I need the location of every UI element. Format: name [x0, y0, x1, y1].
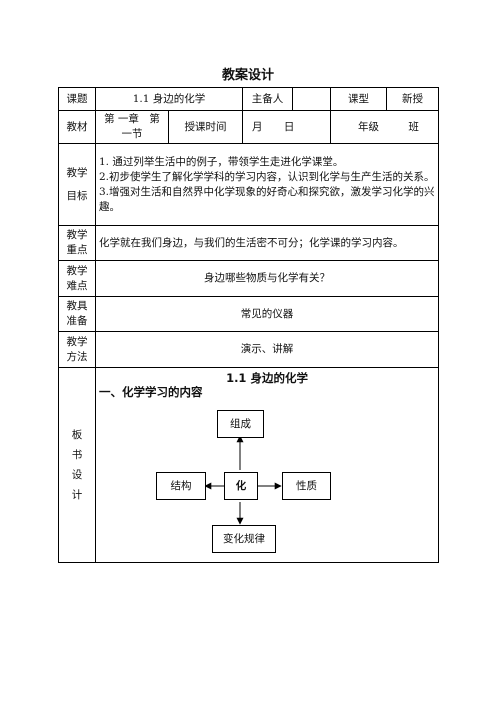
difficulties-text: 身边哪些物质与化学有关？ [94, 260, 440, 297]
tools-text: 常见的仪器 [94, 296, 440, 332]
objectives-label-top: 教学 [66, 166, 88, 179]
box-chemistry-center: 化 [224, 472, 258, 500]
methods-label: 教学 方法 [58, 331, 96, 368]
class-label: 班 [408, 120, 419, 133]
objective-item-3: 3.增强对生活和自然界中化学现象的好奇心和探究欲，激发学习化学的兴趣。 [99, 185, 435, 213]
row-methods: 教学 方法 演示、讲解 [58, 331, 440, 368]
board-label-char-3: 设 [71, 469, 83, 481]
row-tools: 教具 准备 常见的仪器 [58, 296, 440, 332]
methods-text: 演示、讲解 [94, 331, 440, 368]
board-content: 1.1 身边的化学 一、化学学习的内容 组成 结构 化 性质 变化规律 [94, 367, 440, 563]
row-objectives: 教学 目标 1. 通过列举生活中的例子，带领学生走进化学课堂。 2.初步使学生了… [58, 143, 440, 226]
key-points-label: 教学 重点 [58, 225, 96, 261]
grade-label: 年级 [358, 120, 380, 133]
key-points-label-bottom: 重点 [66, 244, 88, 256]
key-points-text: 化学就在我们身边，与我们的生活密不可分；化学课的学习内容。 [94, 225, 440, 261]
row-topic: 课题 1.1 身边的化学 主备人 课型 新授 [58, 87, 440, 111]
difficulties-label-top: 教学 [66, 264, 88, 277]
board-label-char-1: 板 [71, 429, 83, 441]
tools-label-bottom: 准备 [66, 315, 88, 327]
topic-value: 1.1 身边的化学 [94, 87, 244, 111]
grade-class-cell: 年级 班 [330, 110, 440, 144]
board-arrows [204, 435, 282, 525]
day-label: 日 [283, 120, 295, 133]
methods-label-bottom: 方法 [66, 350, 88, 363]
board-title: 1.1 身边的化学 [226, 371, 308, 385]
lesson-plan-table: 课题 1.1 身边的化学 主备人 课型 新授 教材 第 一章 第一节 授课时间 … [58, 87, 440, 563]
tools-label-top: 教具 [66, 300, 88, 312]
board-label: 板 书 设 计 [58, 367, 96, 563]
textbook-value: 第 一章 第一节 [95, 110, 169, 144]
box-properties: 性质 [282, 472, 331, 500]
preparer-value [292, 87, 332, 111]
difficulties-label: 教学 难点 [58, 260, 96, 297]
objectives-label-bottom: 目标 [66, 189, 88, 202]
board-label-char-4: 计 [71, 489, 83, 501]
objective-item-2: 2.初步使学生了解化学学科的学习内容，认识到化学与生产生活的关系。 [99, 170, 435, 183]
key-points-label-top: 教学 [66, 229, 88, 241]
date-cell: 月 日 [242, 110, 332, 144]
document-title: 教案设计 [221, 68, 274, 83]
board-label-char-2: 书 [71, 449, 83, 461]
preparer-label: 主备人 [242, 87, 294, 111]
class-time-label: 授课时间 [167, 110, 244, 144]
box-composition: 组成 [217, 410, 264, 438]
difficulties-label-bottom: 难点 [66, 279, 88, 292]
board-subtitle: 一、化学学习的内容 [99, 385, 203, 399]
box-change-rules: 变化规律 [212, 525, 276, 553]
topic-label: 课题 [58, 87, 96, 111]
textbook-label: 教材 [58, 110, 96, 144]
methods-label-top: 教学 [66, 335, 88, 348]
row-textbook: 教材 第 一章 第一节 授课时间 月 日 年级 班 [58, 110, 440, 144]
month-label: 月 [252, 120, 263, 133]
row-key-points: 教学 重点 化学就在我们身边，与我们的生活密不可分；化学课的学习内容。 [58, 225, 440, 261]
tools-label: 教具 准备 [58, 296, 96, 332]
objectives-content: 1. 通过列举生活中的例子，带领学生走进化学课堂。 2.初步使学生了解化学学科的… [94, 143, 440, 226]
row-board: 板 书 设 计 1.1 身边的化学 一、化学学习的内容 组成 结构 化 [58, 367, 440, 563]
box-structure: 结构 [156, 472, 206, 500]
objective-item-1: 1. 通过列举生活中的例子，带领学生走进化学课堂。 [99, 155, 344, 168]
type-label: 课型 [330, 87, 388, 111]
row-difficulties: 教学 难点 身边哪些物质与化学有关？ [58, 260, 440, 297]
type-value: 新授 [386, 87, 440, 111]
objectives-label: 教学 目标 [58, 143, 96, 226]
